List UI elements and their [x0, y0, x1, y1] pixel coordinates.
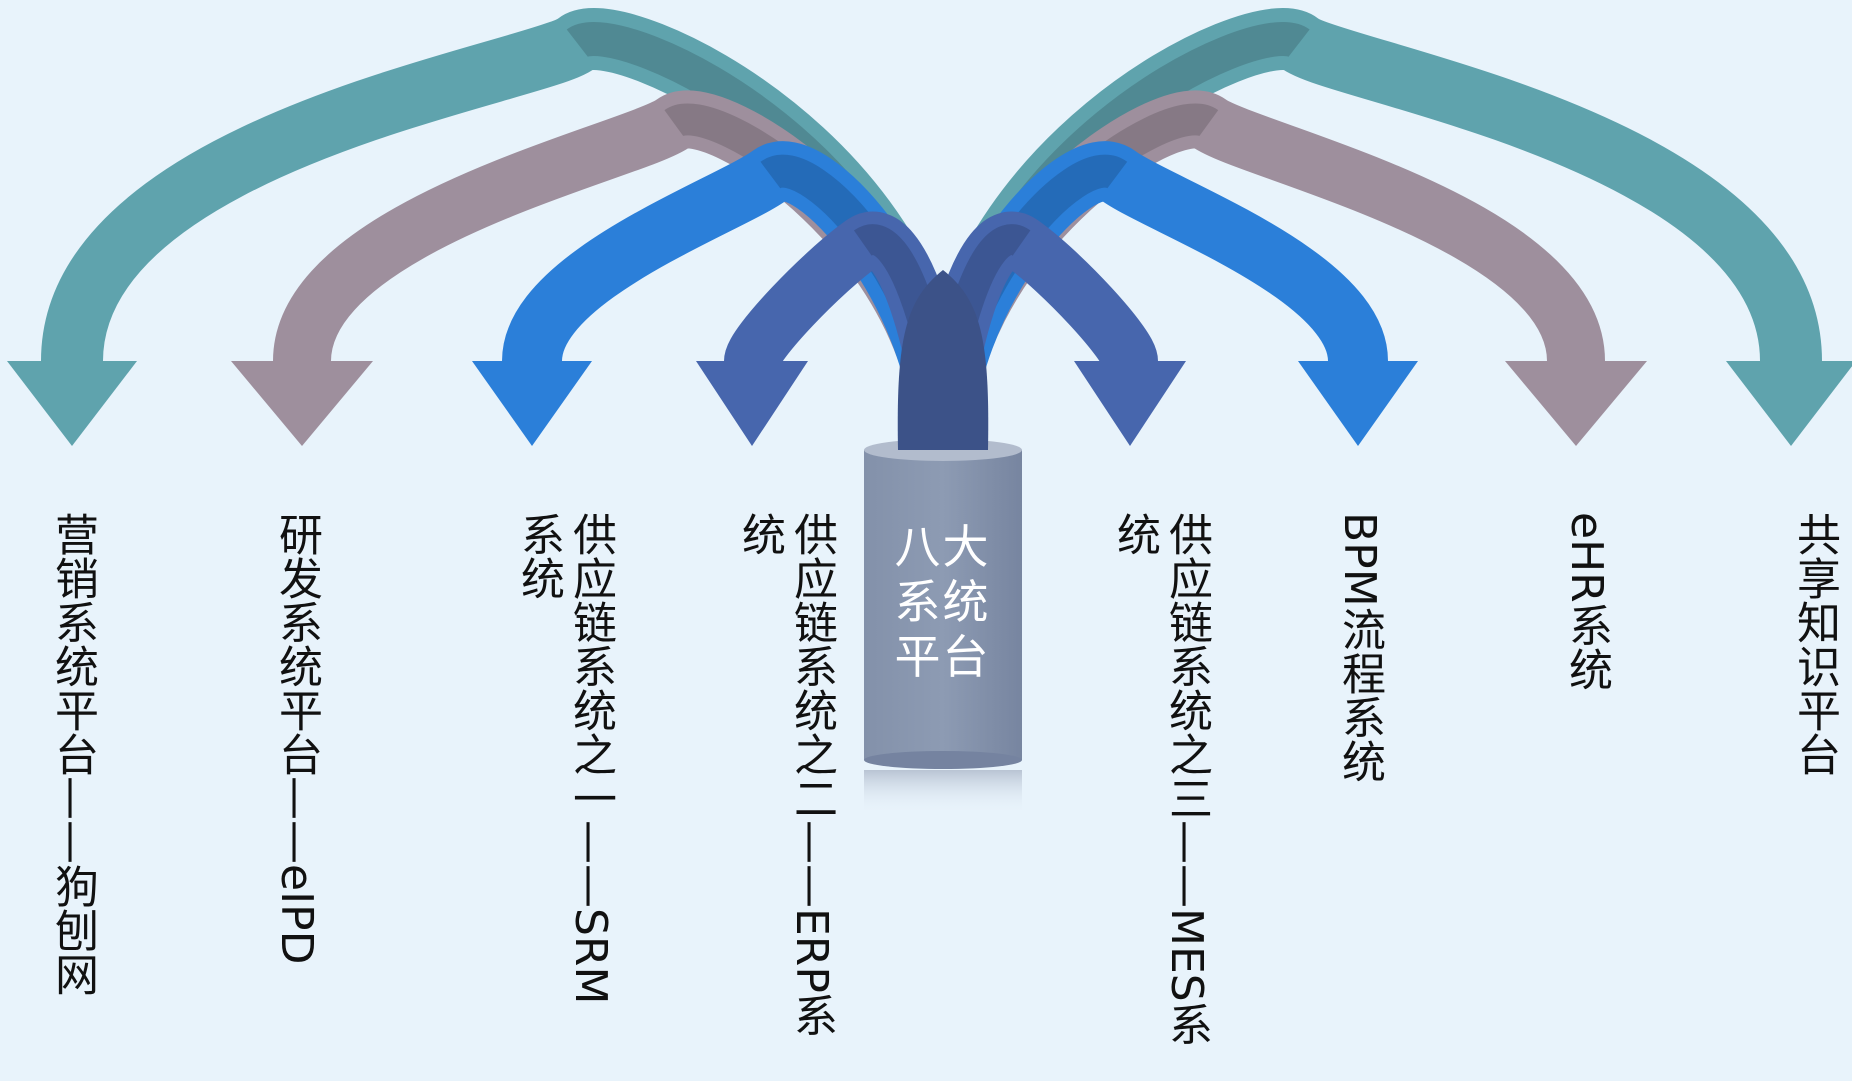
system-label-1: 营销系统平台——狗刨网 — [47, 512, 98, 996]
arrow-head-8 — [1726, 361, 1852, 446]
system-label-8: 共享知识平台 — [1789, 512, 1840, 776]
arrow-head-1 — [7, 361, 137, 446]
system-label-5: 供应链系统之三——MES系统 — [1109, 512, 1212, 1046]
arrow-head-7 — [1505, 361, 1647, 446]
arrow-head-6 — [1298, 361, 1418, 446]
arrow-head-3 — [472, 361, 592, 446]
system-label-2: 研发系统平台——eIPD — [271, 512, 322, 965]
arrow-head-5 — [1074, 361, 1186, 446]
system-label-4: 供应链系统之二——ERP系统 — [734, 512, 837, 1037]
system-label-6: BPM流程系统 — [1334, 512, 1385, 783]
arrow-head-2 — [231, 361, 373, 446]
hub-label: 八大系统平台 — [894, 520, 991, 684]
system-label-3: 供应链系统之一——SRM系统 — [513, 512, 616, 1005]
system-label-7: eHR系统 — [1561, 512, 1612, 691]
hub-stem — [897, 270, 989, 450]
arrow-head-4 — [696, 361, 808, 446]
